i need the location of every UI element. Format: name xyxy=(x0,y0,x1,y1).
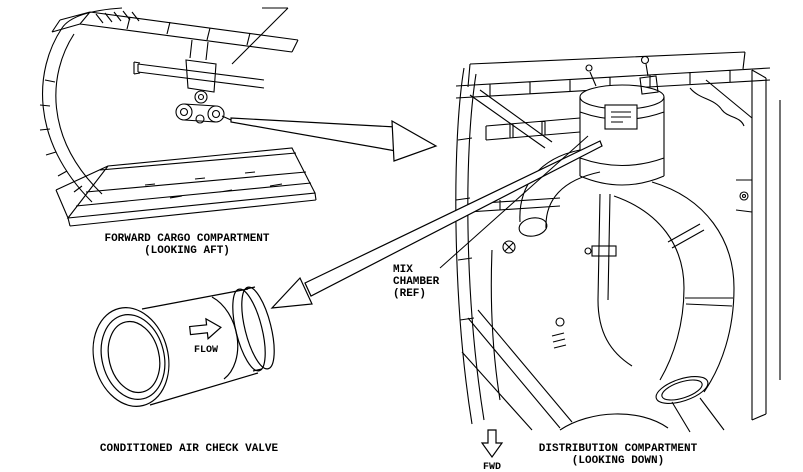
ceiling-structure-lines xyxy=(51,7,299,65)
placard-text-lines xyxy=(611,111,631,123)
misc-hardware-lines xyxy=(461,179,753,431)
duct-end-rim xyxy=(661,379,703,401)
arrowhead xyxy=(391,119,438,162)
valve-inlet-rim xyxy=(100,314,166,400)
duct-end-rim xyxy=(655,376,709,404)
valve-flange-circle xyxy=(179,107,189,117)
fitting-circle xyxy=(585,64,593,72)
duct-end-rim xyxy=(518,217,548,237)
frame-fastener-ticks xyxy=(39,79,83,193)
mix-chamber-body xyxy=(579,97,665,186)
fwd-arrow-shape xyxy=(480,429,504,459)
leader-wedge xyxy=(304,140,603,297)
air-duct-assembly xyxy=(133,39,265,123)
mix-chamber-callout-line1: MIX xyxy=(393,264,413,276)
valve-body-circle xyxy=(195,114,205,124)
fwd-arrow-icon xyxy=(480,429,504,459)
detail-arrow-to-check-valve-icon xyxy=(270,140,603,309)
bolt-circle xyxy=(739,191,749,201)
clamp-circle xyxy=(502,240,516,254)
duct-fitting-circle xyxy=(197,93,205,101)
floor-panels xyxy=(55,147,317,227)
valve-inlet-rim xyxy=(107,320,161,394)
pipe-clamp xyxy=(591,245,617,257)
mix-chamber-placard-icon xyxy=(604,104,638,130)
labels: FORWARD CARGO COMPARTMENT (LOOKING AFT) … xyxy=(100,233,698,472)
valve-flange-circle xyxy=(175,103,193,121)
valve-inlet-rim xyxy=(92,307,170,407)
clamp-bolt xyxy=(584,247,592,255)
distribution-subcaption: (LOOKING DOWN) xyxy=(572,455,664,467)
forward-cargo-caption: FORWARD CARGO COMPARTMENT xyxy=(104,233,269,245)
fitting-circle xyxy=(640,55,650,65)
valve-flange-circle xyxy=(207,105,225,123)
distribution-caption: DISTRIBUTION COMPARTMENT xyxy=(539,443,698,455)
large-supply-duct xyxy=(559,181,735,433)
forward-cargo-subcaption: (LOOKING AFT) xyxy=(144,245,230,257)
valve-outlet-flange xyxy=(232,288,266,372)
arrowhead xyxy=(270,276,313,309)
duct-fitting-circle xyxy=(194,90,208,104)
fuselage-frame-arcs xyxy=(42,27,103,203)
mix-chamber-callout-line3: (REF) xyxy=(393,288,426,300)
forward-cargo-compartment-drawing xyxy=(39,7,317,227)
flow-arrow-icon xyxy=(189,317,222,340)
mix-chamber-callout-line2: CHAMBER xyxy=(393,276,440,288)
ceiling-hatching xyxy=(95,10,140,24)
fwd-label: FWD xyxy=(483,462,501,472)
flange-connectors xyxy=(245,286,263,372)
conditioned-air-check-valve-drawing xyxy=(92,286,275,407)
valve-flange-circle xyxy=(211,109,221,119)
distribution-compartment-drawing xyxy=(455,51,781,433)
mix-chamber-part xyxy=(579,55,665,186)
flow-label: FLOW xyxy=(194,345,218,356)
compartment-frame-lines xyxy=(455,67,781,425)
detail-arrow-to-distribution-icon xyxy=(230,117,438,162)
duct-runs xyxy=(467,117,633,367)
bolt-circle xyxy=(741,193,747,199)
bolt-circle xyxy=(555,317,565,327)
check-valve-caption: CONDITIONED AIR CHECK VALVE xyxy=(100,443,279,455)
chamber-top-fittings xyxy=(589,63,659,95)
mix-chamber-callout-leader-line xyxy=(439,135,589,269)
valve-outlet-flange xyxy=(241,286,275,370)
